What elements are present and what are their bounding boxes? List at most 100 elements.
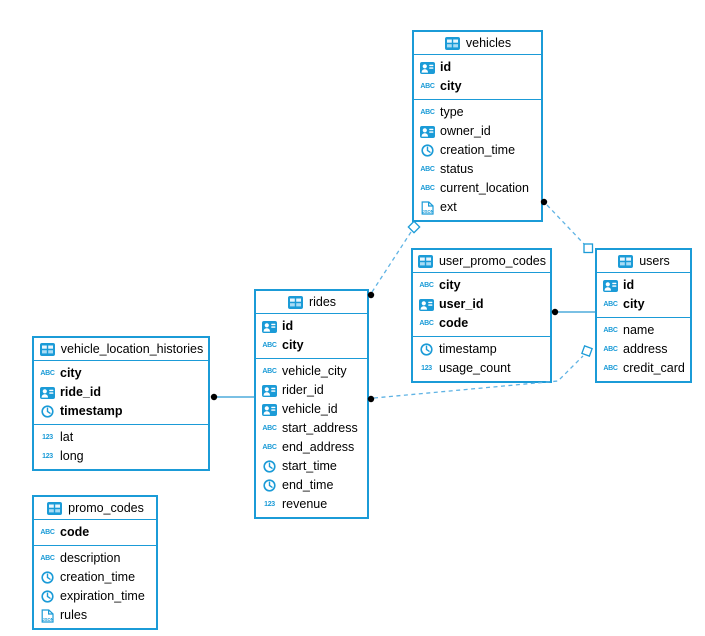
relation-square-end bbox=[583, 243, 594, 254]
column-name: city bbox=[282, 338, 304, 353]
column-owner-id[interactable]: owner_id bbox=[414, 122, 541, 141]
column-name: city bbox=[440, 79, 462, 94]
123-icon: 123 bbox=[264, 501, 275, 508]
relation-vehicles-users bbox=[540, 198, 594, 254]
table-title: vehicle_location_histories bbox=[60, 342, 204, 356]
column-start-time[interactable]: start_time bbox=[256, 457, 367, 476]
column-name[interactable]: ABC name bbox=[597, 321, 690, 340]
column-name: lat bbox=[60, 430, 74, 445]
relation-line[interactable] bbox=[371, 231, 412, 293]
column-name: start_address bbox=[282, 421, 358, 436]
123-icon: 123 bbox=[42, 453, 53, 460]
123-icon: 123 bbox=[42, 434, 53, 441]
column-name: rules bbox=[60, 608, 88, 623]
table-icon bbox=[417, 254, 434, 268]
abc-icon: ABC bbox=[419, 282, 434, 289]
table-header[interactable]: promo_codes bbox=[34, 497, 156, 520]
table-header[interactable]: vehicles bbox=[414, 32, 541, 55]
abc-icon: ABC bbox=[262, 425, 277, 432]
column-name: ext bbox=[440, 200, 457, 215]
column-city[interactable]: ABC city bbox=[414, 77, 541, 96]
column-city[interactable]: ABC city bbox=[256, 336, 367, 355]
column-vehicle-id[interactable]: vehicle_id bbox=[256, 400, 367, 419]
column-name: rider_id bbox=[282, 383, 324, 398]
table-icon bbox=[617, 254, 634, 268]
column-name: id bbox=[440, 60, 452, 75]
column-name: credit_card bbox=[623, 361, 685, 376]
column-name: creation_time bbox=[60, 570, 136, 585]
column-id[interactable]: id bbox=[597, 276, 690, 295]
column-rider-id[interactable]: rider_id bbox=[256, 381, 367, 400]
abc-icon: ABC bbox=[603, 327, 618, 334]
abc-icon: ABC bbox=[262, 342, 277, 349]
table-rides[interactable]: rides id ABC city ABC vehicle_city rider_i… bbox=[254, 289, 369, 519]
column-name: status bbox=[440, 162, 474, 177]
table-header[interactable]: user_promo_codes bbox=[413, 250, 550, 273]
column-lat[interactable]: 123 lat bbox=[34, 428, 208, 447]
column-name: timestamp bbox=[439, 342, 497, 357]
table-title: user_promo_codes bbox=[438, 254, 546, 268]
table-icon bbox=[287, 295, 304, 309]
column-ride-id[interactable]: ride_id bbox=[34, 383, 208, 402]
column-creation-time[interactable]: creation_time bbox=[34, 568, 156, 587]
column-name: vehicle_city bbox=[282, 364, 347, 379]
relation-dot-end bbox=[551, 308, 559, 316]
column-expiration-time[interactable]: expiration_time bbox=[34, 587, 156, 606]
column-timestamp[interactable]: timestamp bbox=[413, 340, 550, 359]
column-creation-time[interactable]: creation_time bbox=[414, 141, 541, 160]
table-header[interactable]: users bbox=[597, 250, 690, 273]
table-header[interactable]: rides bbox=[256, 291, 367, 314]
abc-icon: ABC bbox=[420, 109, 435, 116]
table-title: vehicles bbox=[465, 36, 512, 50]
column-name: city bbox=[623, 297, 645, 312]
column-name: end_time bbox=[282, 478, 334, 493]
clock-icon bbox=[39, 590, 56, 603]
abc-icon: ABC bbox=[262, 368, 277, 375]
relation-dot-end bbox=[210, 393, 218, 401]
column-name: name bbox=[623, 323, 655, 338]
relation-vehicle-location-histories-rides bbox=[210, 393, 255, 401]
column-start-address[interactable]: ABC start_address bbox=[256, 419, 367, 438]
column-name: id bbox=[623, 278, 635, 293]
id-icon bbox=[261, 320, 278, 333]
column-id[interactable]: id bbox=[414, 58, 541, 77]
id-icon bbox=[39, 386, 56, 399]
id-icon bbox=[261, 403, 278, 416]
column-vehicle-city[interactable]: ABC vehicle_city bbox=[256, 362, 367, 381]
id-icon bbox=[419, 61, 436, 74]
column-name: city bbox=[60, 366, 82, 381]
abc-icon: ABC bbox=[40, 555, 55, 562]
relation-line[interactable] bbox=[546, 204, 586, 246]
column-user-id[interactable]: user_id bbox=[413, 295, 550, 314]
abc-icon: ABC bbox=[420, 83, 435, 90]
column-name: start_time bbox=[282, 459, 337, 474]
column-id[interactable]: id bbox=[256, 317, 367, 336]
column-end-time[interactable]: end_time bbox=[256, 476, 367, 495]
table-header[interactable]: vehicle_location_histories bbox=[34, 338, 208, 361]
column-timestamp[interactable]: timestamp bbox=[34, 402, 208, 421]
table-title: promo_codes bbox=[68, 501, 144, 515]
